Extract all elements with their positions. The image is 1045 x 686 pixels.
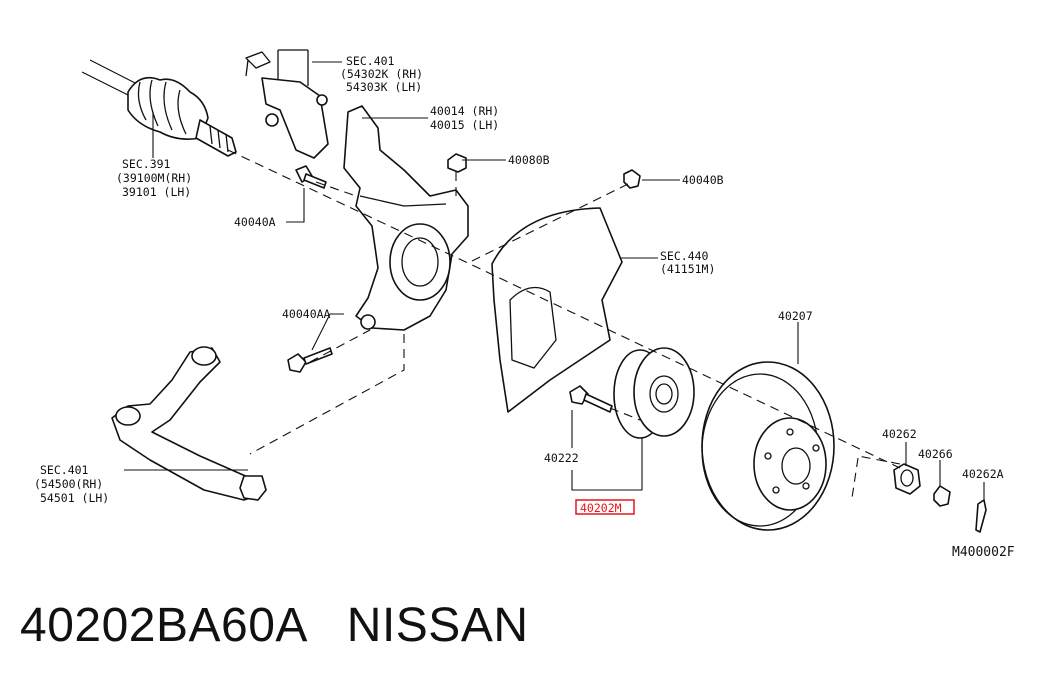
lower-control-arm bbox=[111, 346, 267, 501]
label-40266: 40266 bbox=[918, 447, 953, 461]
label-figure-code: M400002F bbox=[952, 545, 1015, 560]
washer-40266 bbox=[933, 485, 951, 507]
label-40040a: 40040A bbox=[234, 215, 276, 229]
assembly-axis-lines bbox=[227, 149, 901, 499]
brake-rotor-40207 bbox=[701, 361, 835, 531]
label-40222: 40222 bbox=[544, 451, 579, 465]
hub-bearing-40202m bbox=[613, 347, 695, 439]
strut-assembly bbox=[245, 49, 329, 159]
drive-shaft bbox=[81, 59, 237, 157]
bolt-40040aa bbox=[287, 347, 333, 373]
caption-brand: NISSAN bbox=[346, 599, 529, 652]
nut-40040b bbox=[623, 169, 641, 189]
label-40040aa: 40040AA bbox=[282, 307, 331, 321]
label-sec401-top: SEC.401 bbox=[346, 54, 395, 68]
label-40262a: 40262A bbox=[962, 467, 1004, 481]
label-40262: 40262 bbox=[882, 427, 917, 441]
label-sec391-rh: (39100M(RH) bbox=[116, 171, 192, 185]
label-sec391: SEC.391 bbox=[122, 157, 171, 171]
dust-shield bbox=[491, 207, 623, 413]
label-40080b: 40080B bbox=[508, 153, 550, 167]
label-40207: 40207 bbox=[778, 309, 813, 323]
label-sec401-low: SEC.401 bbox=[40, 463, 89, 477]
label-sec440-code: (41151M) bbox=[660, 262, 715, 276]
caption-part-number: 40202BA60A bbox=[20, 599, 306, 652]
label-40202m: 40202M bbox=[580, 501, 622, 515]
nut-40080b bbox=[447, 153, 467, 173]
label-sec440: SEC.440 bbox=[660, 249, 709, 263]
label-knuckle-rh: 40014 (RH) bbox=[430, 104, 499, 118]
cotter-pin-40262a bbox=[975, 499, 987, 533]
bolt-40040a bbox=[295, 165, 327, 189]
label-knuckle-lh: 40015 (LH) bbox=[430, 118, 499, 132]
callout-labels: SEC.401 (54302K (RH) 54303K (LH) 40014 (… bbox=[34, 54, 1015, 560]
leader-lines bbox=[124, 61, 985, 500]
hub-nut-40262 bbox=[893, 463, 921, 495]
label-sec401-low-rh: (54500(RH) bbox=[34, 477, 103, 491]
label-sec391-lh: 39101 (LH) bbox=[122, 185, 191, 199]
label-sec401-low-lh: 54501 (LH) bbox=[40, 491, 109, 505]
label-40040b: 40040B bbox=[682, 173, 724, 187]
part-caption: 40202BA60A NISSAN bbox=[20, 598, 529, 653]
label-sec401-top-lh: 54303K (LH) bbox=[346, 80, 422, 94]
label-sec401-top-rh: (54302K (RH) bbox=[340, 67, 423, 81]
hub-bolt-40222 bbox=[569, 385, 613, 413]
highlight-box bbox=[575, 499, 635, 515]
steering-knuckle bbox=[343, 105, 469, 331]
